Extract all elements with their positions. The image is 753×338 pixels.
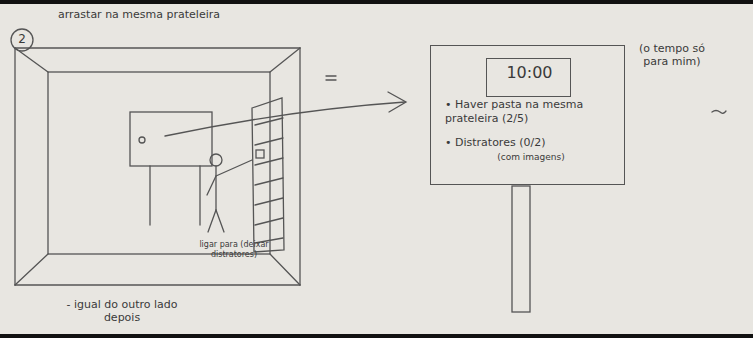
action-note: ligar para (deixar distratores) bbox=[198, 240, 270, 259]
sign-post bbox=[512, 186, 530, 312]
node-text: 10:00 bbox=[487, 59, 572, 89]
pointer-arrow bbox=[165, 102, 405, 136]
shelf-door bbox=[252, 98, 284, 252]
timer-box: 10:00 bbox=[486, 58, 571, 97]
time-note: (o tempo só para mim) bbox=[632, 42, 712, 68]
callout-number: 2 bbox=[16, 32, 28, 46]
photo-edge bbox=[0, 334, 753, 338]
side-note: - igual do outro lado depois bbox=[62, 298, 182, 324]
stick-figure bbox=[210, 154, 222, 166]
step-title: arrastar na mesma prateleira bbox=[58, 8, 278, 21]
wall-board bbox=[130, 112, 212, 166]
photo-edge bbox=[0, 0, 753, 4]
node-text: • Distratores (0/2) bbox=[445, 136, 615, 150]
node-text: • Haver pasta na mesma prateleira (2/5) bbox=[445, 98, 615, 126]
node-text: (com imagens) bbox=[451, 152, 611, 163]
room-sketch bbox=[11, 29, 726, 312]
sign-board: • Haver pasta na mesma prateleira (2/5) •… bbox=[430, 45, 625, 185]
scribble bbox=[712, 111, 726, 114]
